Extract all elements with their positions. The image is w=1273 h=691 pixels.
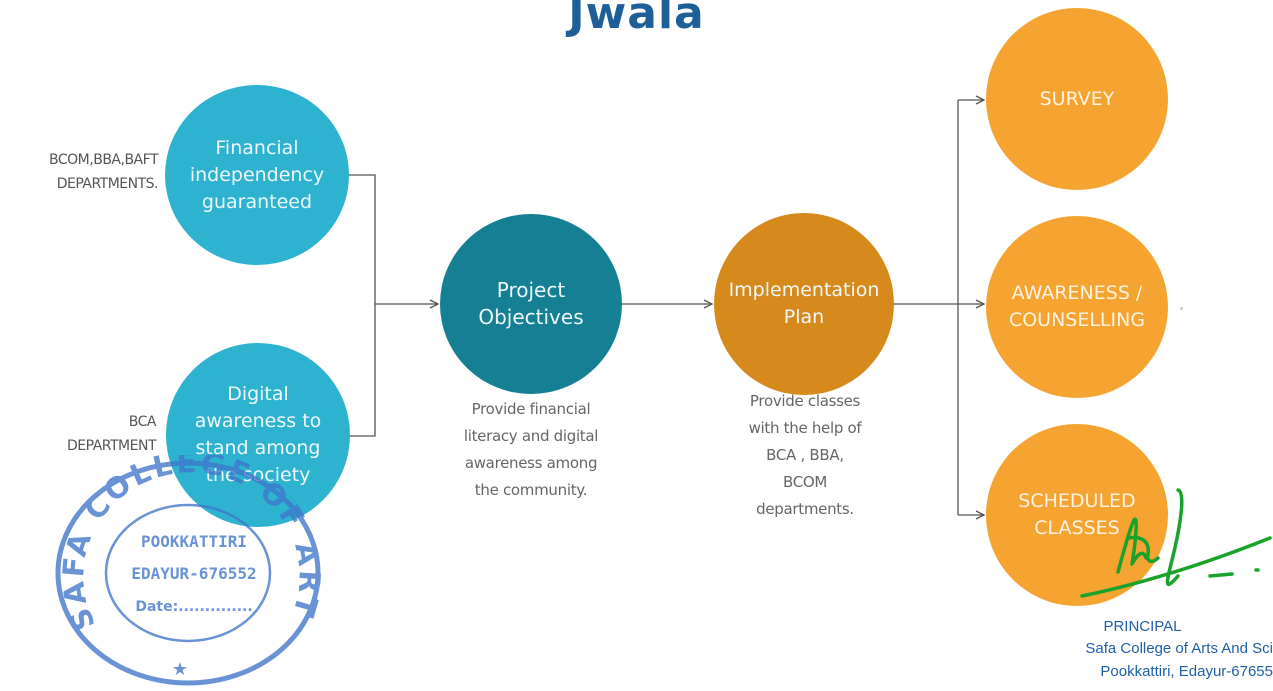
- stamp-line-1: POOKKATTIRI: [141, 532, 247, 551]
- node-financial-independency: Financial independency guaranteed: [165, 85, 349, 265]
- implementation-plan-description: Provide classes with the help of BCA , B…: [748, 392, 862, 518]
- stamp-star-icon: ★: [172, 659, 188, 679]
- side-label-bca: BCA DEPARTMENT: [67, 414, 156, 454]
- signature-role: PRINCIPAL: [1103, 618, 1182, 635]
- side-label-bcom: BCOM,BBA,BAFT DEPARTMENTS.: [49, 152, 158, 192]
- signature-address: Pookkattiri, Edayur-67655: [1100, 663, 1273, 680]
- left-bracket-line: [349, 174, 376, 437]
- node-awareness-counselling-label: AWARENESS / COUNSELLING: [1008, 282, 1146, 331]
- node-awareness-counselling: AWARENESS / COUNSELLING: [986, 216, 1168, 398]
- principal-signature: [1080, 488, 1272, 598]
- node-implementation-plan-label: Implementation Plan: [728, 279, 880, 328]
- stamp-line-2: EDAYUR-676552: [131, 564, 256, 583]
- node-survey-label: SURVEY: [1039, 87, 1115, 110]
- node-project-objectives: Project Objectives: [440, 214, 622, 394]
- diagram-title: Jwala: [568, 0, 705, 39]
- node-project-objectives-label: Project Objectives: [478, 278, 584, 329]
- signature-institution: Safa College of Arts And Sci: [1085, 640, 1273, 657]
- node-survey: SURVEY: [986, 8, 1168, 190]
- stamp-date-label: Date:..............: [135, 599, 252, 615]
- node-digital-awareness-label: Digital awareness to stand among the soc…: [194, 383, 322, 486]
- node-financial-independency-label: Financial independency guaranteed: [189, 136, 325, 213]
- node-digital-awareness: Digital awareness to stand among the soc…: [166, 343, 350, 527]
- stray-dot: [1180, 307, 1183, 310]
- node-implementation-plan: Implementation Plan: [714, 213, 894, 395]
- college-stamp: SAFA COLLEGE OF ARTS AND SCIENCE POOKKAT…: [52, 455, 324, 686]
- node-scheduled-classes: SCHEDULED CLASSES: [986, 424, 1168, 606]
- project-objectives-description: Provide financial literacy and digital a…: [463, 400, 599, 499]
- node-scheduled-classes-label: SCHEDULED CLASSES: [1018, 490, 1136, 539]
